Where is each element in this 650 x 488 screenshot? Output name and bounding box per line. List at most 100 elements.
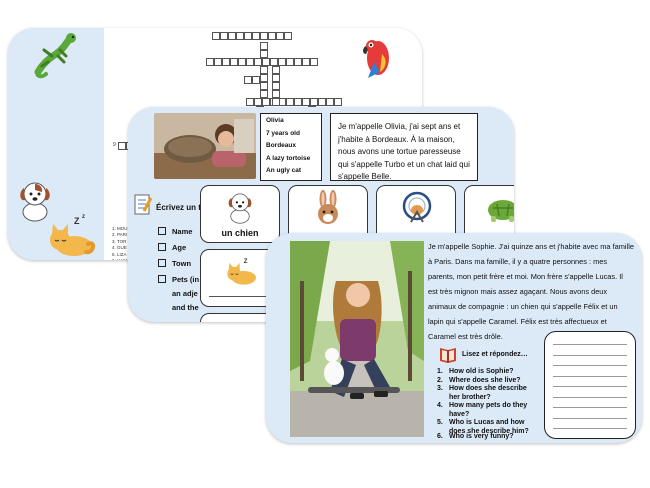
- question-5: 5. Who is Lucas and how does she describe…: [437, 419, 535, 436]
- writing-task-title: Écrivez un t: [156, 203, 201, 212]
- answer-line: [553, 428, 627, 429]
- crossword-cell[interactable]: [254, 58, 262, 66]
- crossword-cell[interactable]: [206, 58, 214, 66]
- crossword-cell[interactable]: [272, 98, 280, 106]
- question-3: 3.How does she describe her brother?: [437, 385, 535, 402]
- crossword-cell[interactable]: [214, 58, 222, 66]
- crossword-cell[interactable]: [260, 50, 268, 58]
- checklist-extra-1: an adje: [172, 289, 198, 298]
- crossword-cell[interactable]: [220, 32, 228, 40]
- olivia-info-line: Bordeaux: [266, 142, 296, 150]
- crossword-clue: 4. GUE: [112, 245, 127, 251]
- crossword-cell[interactable]: [228, 32, 236, 40]
- crossword-cell[interactable]: [246, 58, 254, 66]
- crossword-cell[interactable]: [270, 58, 278, 66]
- svg-text:z: z: [82, 214, 85, 220]
- crossword-cell[interactable]: [212, 32, 220, 40]
- tortoise-icon: [483, 194, 514, 224]
- crossword-cell[interactable]: [286, 58, 294, 66]
- crossword-cell[interactable]: [238, 58, 246, 66]
- crossword-clue: 1. MOU: [112, 226, 128, 231]
- crossword-cell[interactable]: [294, 98, 302, 106]
- checklist-item-age: Age: [158, 243, 186, 252]
- checklist-item-town: Town: [158, 259, 191, 268]
- crossword-cell[interactable]: [268, 32, 276, 40]
- crossword-cell[interactable]: [318, 98, 326, 106]
- sophie-paragraph: Je m'appelle Sophie. J'ai quinze ans et …: [428, 242, 634, 341]
- crossword-cell[interactable]: [272, 90, 280, 98]
- crossword-cell[interactable]: [276, 32, 284, 40]
- sleeping-cat-icon: Z z: [44, 214, 96, 258]
- question-text: How many pets do they have?: [449, 402, 528, 418]
- crossword-cell[interactable]: [260, 90, 268, 98]
- lizard-icon: [30, 32, 82, 80]
- crossword-cell[interactable]: [272, 74, 280, 82]
- crossword-cell[interactable]: [236, 32, 244, 40]
- crossword-cell[interactable]: [272, 82, 280, 90]
- crossword-clue: 5. LIZA: [112, 251, 127, 257]
- answer-line: [553, 396, 627, 398]
- rabbit-icon: [313, 190, 343, 228]
- question-text: How old is Sophie?: [449, 368, 514, 375]
- crossword-cell[interactable]: [302, 98, 310, 106]
- answer-line: [553, 344, 627, 345]
- svg-text:Z: Z: [244, 258, 248, 265]
- crossword-cell[interactable]: [272, 66, 280, 74]
- crossword-cell[interactable]: [310, 98, 318, 106]
- crossword-cell[interactable]: [254, 98, 262, 106]
- crossword-cell[interactable]: [252, 76, 260, 84]
- grid-number: 9: [113, 142, 116, 148]
- crossword-cell[interactable]: [284, 32, 292, 40]
- olivia-info-line: An ugly cat: [266, 167, 302, 175]
- crossword-cell[interactable]: [262, 58, 270, 66]
- card-dog: un chien: [200, 185, 280, 243]
- question-number: 5.: [437, 419, 443, 426]
- crossword-clue: 2. PARI: [112, 232, 128, 238]
- checklist-item-pets: Pets (in: [158, 275, 199, 284]
- crossword-cell[interactable]: [230, 58, 238, 66]
- answer-box[interactable]: [544, 331, 636, 439]
- crossword-cell[interactable]: [260, 74, 268, 82]
- answer-line: [553, 375, 627, 377]
- crossword-cell[interactable]: [262, 98, 270, 106]
- checklist-extra-2: and the: [172, 303, 199, 312]
- question-1: 1. How old is Sophie?: [437, 368, 535, 377]
- crossword-cell[interactable]: [260, 42, 268, 50]
- question-text: Who is very funny?: [449, 433, 514, 440]
- crossword-cell[interactable]: [244, 76, 252, 84]
- question-text: How does she describe her brother?: [449, 385, 527, 401]
- notepad-icon: [134, 193, 152, 215]
- crossword-cell[interactable]: [260, 82, 268, 90]
- crossword-cell[interactable]: [260, 32, 268, 40]
- crossword-cell[interactable]: [246, 98, 254, 106]
- crossword-cell[interactable]: [326, 98, 334, 106]
- crossword-cell[interactable]: [334, 98, 342, 106]
- svg-text:Z: Z: [74, 216, 80, 226]
- olivia-paragraph-box: Je m'appelle Olivia, j'ai sept ans et j'…: [330, 113, 478, 181]
- sophie-worksheet: Je m'appelle Sophie. J'ai quinze ans et …: [266, 233, 642, 443]
- answer-line: [553, 407, 627, 408]
- crossword-cell[interactable]: [244, 32, 252, 40]
- question-text: Who is Lucas and how does she describe h…: [449, 419, 529, 435]
- crossword-cell[interactable]: [294, 58, 302, 66]
- question-number: 1.: [437, 368, 443, 375]
- crossword-cell[interactable]: [286, 98, 294, 106]
- checklist-item-name: Name: [158, 227, 192, 236]
- crossword-cell[interactable]: [252, 32, 260, 40]
- crossword-cell[interactable]: [310, 58, 318, 66]
- crossword-cell[interactable]: [118, 142, 126, 150]
- crossword-cell[interactable]: [302, 58, 310, 66]
- crossword-cell[interactable]: [222, 58, 230, 66]
- question-number: 4.: [437, 402, 443, 409]
- question-4: 4. How many pets do they have?: [437, 402, 535, 419]
- guinea-pig-icon: [221, 320, 259, 322]
- crossword-cell[interactable]: [260, 66, 268, 74]
- questions-title: Lisez et répondez…: [462, 351, 528, 358]
- answer-line: [553, 354, 627, 356]
- crossword-clue: 6. HAM: [112, 258, 127, 260]
- girl-with-tortoise-photo: [154, 113, 256, 179]
- olivia-paragraph: Je m'appelle Olivia, j'ai sept ans et j'…: [338, 122, 470, 181]
- crossword-cell[interactable]: [278, 58, 286, 66]
- sleeping-cat-icon: Z: [223, 256, 259, 286]
